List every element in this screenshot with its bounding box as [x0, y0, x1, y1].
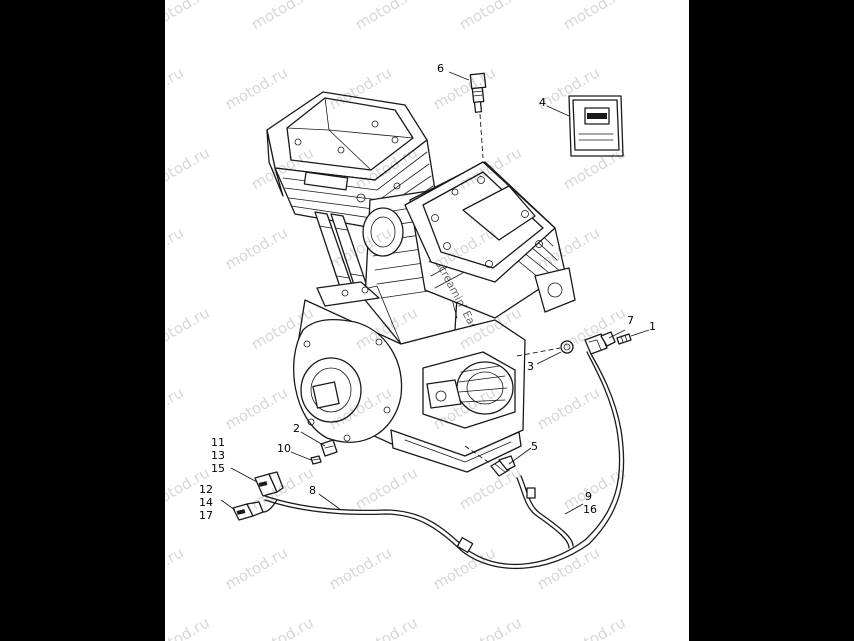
- oil-pan: [390, 429, 522, 473]
- part-7-sensor: [584, 331, 616, 355]
- parts-diagram: Screamin' Eagle: [165, 0, 689, 641]
- callout-4: 4: [539, 96, 546, 109]
- callout-13: 13: [211, 449, 225, 462]
- part-6-sensor: [469, 72, 487, 113]
- watermark: motod.ru: [165, 613, 213, 641]
- callout-9: 9: [585, 490, 592, 503]
- watermark: motod.ru: [165, 543, 187, 593]
- watermark: motod.ru: [222, 223, 291, 273]
- part-10-screw: [310, 455, 322, 465]
- leader-lines: [220, 71, 650, 515]
- watermark: motod.ru: [222, 383, 291, 433]
- callout-12: 12: [199, 483, 213, 496]
- part-6-assembly-line: [479, 113, 484, 159]
- callout-3: 3: [527, 360, 534, 373]
- callout-15: 15: [211, 462, 225, 475]
- watermark: motod.ru: [165, 143, 213, 193]
- rear-rocker-box: [266, 91, 428, 197]
- part-3-assembly-line: [516, 347, 561, 357]
- diagram-svg: Screamin' Eagle: [165, 0, 656, 641]
- callout-1: 1: [649, 320, 656, 333]
- watermark: motod.ru: [326, 543, 395, 593]
- callout-5: 5: [531, 440, 538, 453]
- part-5-assembly-line: [464, 445, 492, 465]
- part-4-decal-card: [568, 95, 624, 157]
- part-3-o-ring: [560, 340, 574, 354]
- exhaust-port: [534, 267, 576, 313]
- connector-pigtail: [262, 499, 278, 513]
- watermark: motod.ru: [352, 613, 421, 641]
- watermark: motod.ru: [165, 223, 187, 273]
- part-5-sensor: [490, 455, 516, 477]
- starter-motor: [422, 351, 516, 429]
- part-1-screw: [616, 333, 632, 345]
- watermark: motod.ru: [534, 383, 603, 433]
- callout-8: 8: [309, 484, 316, 497]
- watermark: motod.ru: [165, 383, 187, 433]
- callout-16: 16: [583, 503, 597, 516]
- watermark: motod.ru: [352, 0, 421, 33]
- watermark: motod.ru: [165, 0, 213, 33]
- watermark: motod.ru: [456, 613, 525, 641]
- watermark: motod.ru: [222, 543, 291, 593]
- watermark: motod.ru: [560, 0, 629, 33]
- callout-10: 10: [277, 442, 291, 455]
- watermark: motod.ru: [248, 0, 317, 33]
- callout-11: 11: [211, 436, 225, 449]
- watermark: motod.ru: [165, 303, 213, 353]
- part-2-bracket: [320, 439, 338, 457]
- callout-7: 7: [627, 314, 634, 327]
- engine-assembly: Screamin' Eagle: [266, 91, 576, 473]
- watermark: motod.ru: [222, 63, 291, 113]
- watermark: motod.ru: [456, 0, 525, 33]
- callout-14: 14: [199, 496, 213, 509]
- cam-cover: [293, 318, 403, 443]
- watermark-layer: motod.ru motod.ru motod.ru motod.ru moto…: [165, 0, 629, 641]
- callout-2: 2: [293, 422, 300, 435]
- callout-6: 6: [437, 62, 444, 75]
- front-rocker-box: [404, 161, 556, 283]
- watermark: motod.ru: [560, 613, 629, 641]
- callout-numbers: 6 4 7 1 3 5 2 10 11 13 15 8 12 14 17 9 1…: [199, 62, 656, 522]
- wiring-harness: [264, 351, 625, 569]
- connector-lower: [232, 501, 264, 521]
- watermark: motod.ru: [248, 613, 317, 641]
- callout-17: 17: [199, 509, 213, 522]
- watermark: motod.ru: [352, 463, 421, 513]
- watermark: motod.ru: [165, 63, 187, 113]
- connector-upper: [254, 471, 284, 497]
